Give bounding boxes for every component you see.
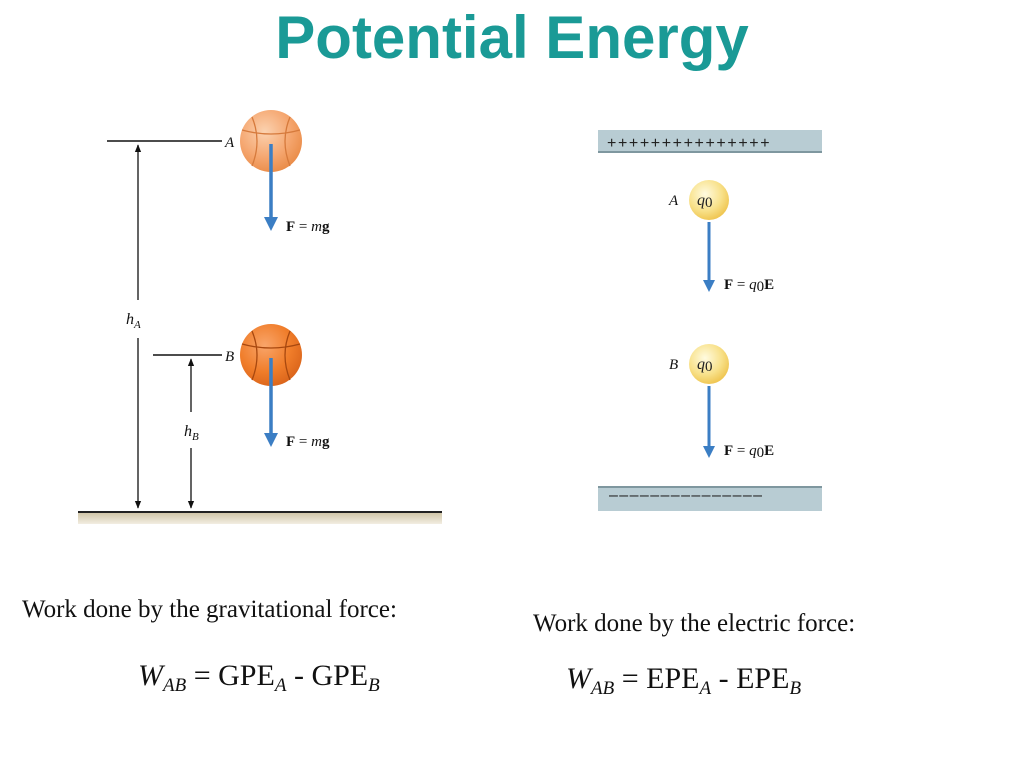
negative-plate-signs: ‒‒‒‒‒‒‒‒‒‒‒‒‒‒‒ (609, 487, 763, 504)
point-b-label: B (225, 349, 234, 365)
electric-diagram: +++++++++++++++ ‒‒‒‒‒‒‒‒‒‒‒‒‒‒‒ q0 A q0 … (598, 130, 822, 511)
point-a-label: A (224, 135, 235, 151)
positive-plate (598, 130, 822, 152)
height-b-label: hB (184, 423, 199, 443)
electric-work-caption: Work done by the electric force: (533, 610, 856, 637)
electric-work-equation: WAB = EPEA - EPEB (566, 662, 802, 699)
positive-plate-signs: +++++++++++++++ (607, 135, 771, 152)
point-b-label-electric: B (669, 357, 678, 373)
charge-b-label: q0 (697, 356, 713, 375)
charge-b (689, 344, 729, 384)
ground (78, 512, 442, 524)
electric-force-label-a: F = q0E (724, 277, 774, 295)
height-a-label: hA (126, 311, 141, 331)
gravity-force-label-b: F = mg (286, 434, 330, 450)
gravity-force-label-a: F = mg (286, 219, 330, 235)
negative-plate (598, 487, 822, 511)
basketball-b (240, 324, 302, 386)
electric-force-label-b: F = q0E (724, 443, 774, 461)
gravitational-work-equation: WAB = GPEA - GPEB (138, 659, 380, 696)
point-a-label-electric: A (668, 193, 679, 209)
gravity-diagram: hA hB A B F = mg F = mg (78, 110, 442, 524)
gravitational-work-caption: Work done by the gravitational force: (22, 596, 397, 623)
charge-a (689, 180, 729, 220)
potential-energy-diagram: hA hB A B F = mg F = mg ++++++++++++ (78, 110, 822, 524)
work-symbol: W (566, 662, 591, 695)
basketball-a (240, 110, 302, 172)
page-title: Potential Energy (275, 4, 749, 71)
charge-a-label: q0 (697, 192, 713, 211)
work-symbol: W (138, 659, 163, 692)
